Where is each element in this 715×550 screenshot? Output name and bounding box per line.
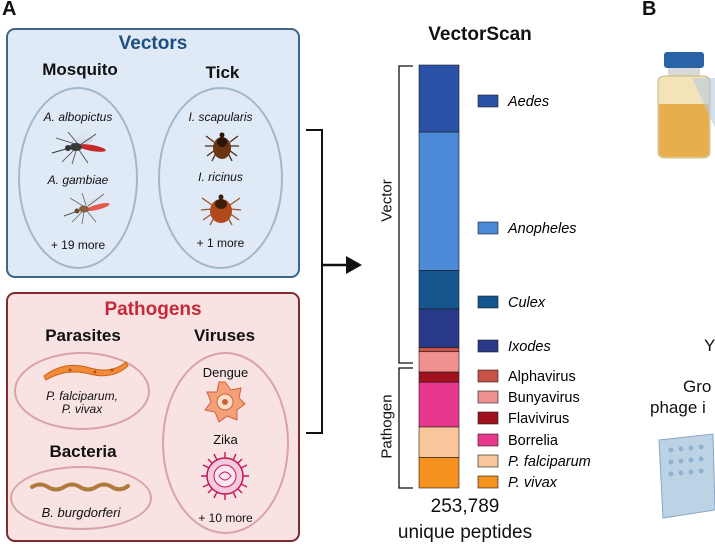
legend-swatch	[477, 369, 499, 383]
legend-label: Aedes	[507, 94, 549, 110]
bar-segment-borrelia	[418, 381, 460, 428]
parasites-ellipse	[14, 352, 150, 430]
parasite-icon	[43, 361, 129, 381]
panel-label-a: A	[2, 0, 17, 20]
parasites-species: P. falciparum, P. vivax	[46, 389, 118, 416]
bottle-icon	[657, 52, 715, 159]
species-ricinus: I. ricinus	[198, 170, 243, 184]
merge-bracket	[306, 129, 362, 434]
legend-label: P. vivax	[508, 475, 558, 491]
pathogens-title: Pathogens	[104, 299, 202, 320]
species-albopictus: A. albopictus	[43, 110, 113, 124]
parasites-title: Parasites	[45, 326, 121, 345]
peptide-count-label: unique peptides	[397, 522, 533, 543]
mosquito-icon	[51, 131, 106, 165]
legend-swatch	[477, 221, 499, 235]
legend-label: Ixodes	[508, 339, 551, 355]
panel-label-b: B	[642, 0, 657, 20]
tick-icon	[205, 132, 239, 162]
legend-label: Anopheles	[507, 221, 577, 237]
stacked-bar-chart: AedesAnophelesCulexIxodesAlphavirusBunya…	[418, 64, 591, 491]
viruses-ellipse	[162, 352, 289, 534]
bar-segment-aedes	[418, 64, 460, 133]
right-text-grow: Gro	[683, 377, 712, 396]
legend-swatch	[477, 433, 499, 447]
pathogen-group-label: Pathogen	[378, 394, 396, 459]
tick-icon	[200, 194, 242, 226]
tick-title: Tick	[205, 63, 240, 82]
legend-label: P. falciparum	[508, 454, 591, 470]
bar-segment-p-vivax	[418, 457, 460, 489]
viruses-title: Viruses	[193, 326, 256, 345]
mosquito-icon	[63, 192, 110, 225]
virus-zika: Zika	[213, 432, 238, 447]
viruses-more: + 10 more	[198, 511, 253, 525]
legend-swatch	[477, 475, 499, 489]
legend-label: Flavivirus	[508, 411, 569, 427]
bacteria-species: B. burgdorferi	[41, 505, 121, 520]
legend-swatch	[477, 295, 499, 309]
bacteria-title: Bacteria	[49, 442, 117, 461]
plate-icon	[658, 433, 715, 519]
bar-segment-flavivirus	[418, 371, 460, 383]
bar-segment-anopheles	[418, 131, 460, 271]
mosquito-more: + 19 more	[50, 238, 106, 252]
vector-group-label: Vector	[378, 179, 396, 222]
vectors-title: Vectors	[118, 33, 188, 54]
tick-ellipse	[158, 87, 283, 269]
legend-label: Culex	[508, 295, 546, 311]
species-gambiae: A. gambiae	[47, 173, 109, 187]
right-text-phage: phage i	[650, 398, 706, 417]
bacteria-ellipse	[10, 466, 152, 530]
zika-virus-icon	[201, 452, 249, 500]
library-title: VectorScan	[428, 24, 532, 45]
bar-segment-ixodes	[418, 308, 460, 348]
tick-more: + 1 more	[196, 236, 245, 250]
legend-label: Borrelia	[508, 433, 559, 449]
mosquito-title: Mosquito	[42, 60, 118, 79]
legend-swatch	[477, 454, 499, 468]
species-scapularis: I. scapularis	[188, 110, 253, 124]
legend-label: Alphavirus	[508, 369, 576, 385]
mosquito-ellipse	[18, 87, 138, 269]
legend-swatch	[477, 94, 499, 108]
dengue-virus-icon	[204, 381, 246, 423]
legend-swatch	[477, 411, 499, 425]
right-text-y: Y	[704, 336, 715, 355]
legend-swatch	[477, 390, 499, 404]
virus-dengue: Dengue	[202, 365, 249, 380]
peptide-count: 253,789	[430, 496, 500, 517]
legend-label: Bunyavirus	[508, 390, 580, 406]
group-brackets	[398, 65, 413, 489]
bar-segment-culex	[418, 270, 460, 310]
bar-segment-alphavirus	[418, 347, 460, 353]
bar-segment-bunyavirus	[418, 351, 460, 373]
legend-swatch	[477, 339, 499, 353]
bacteria-icon	[30, 482, 130, 492]
bar-segment-p-falciparum	[418, 426, 460, 458]
